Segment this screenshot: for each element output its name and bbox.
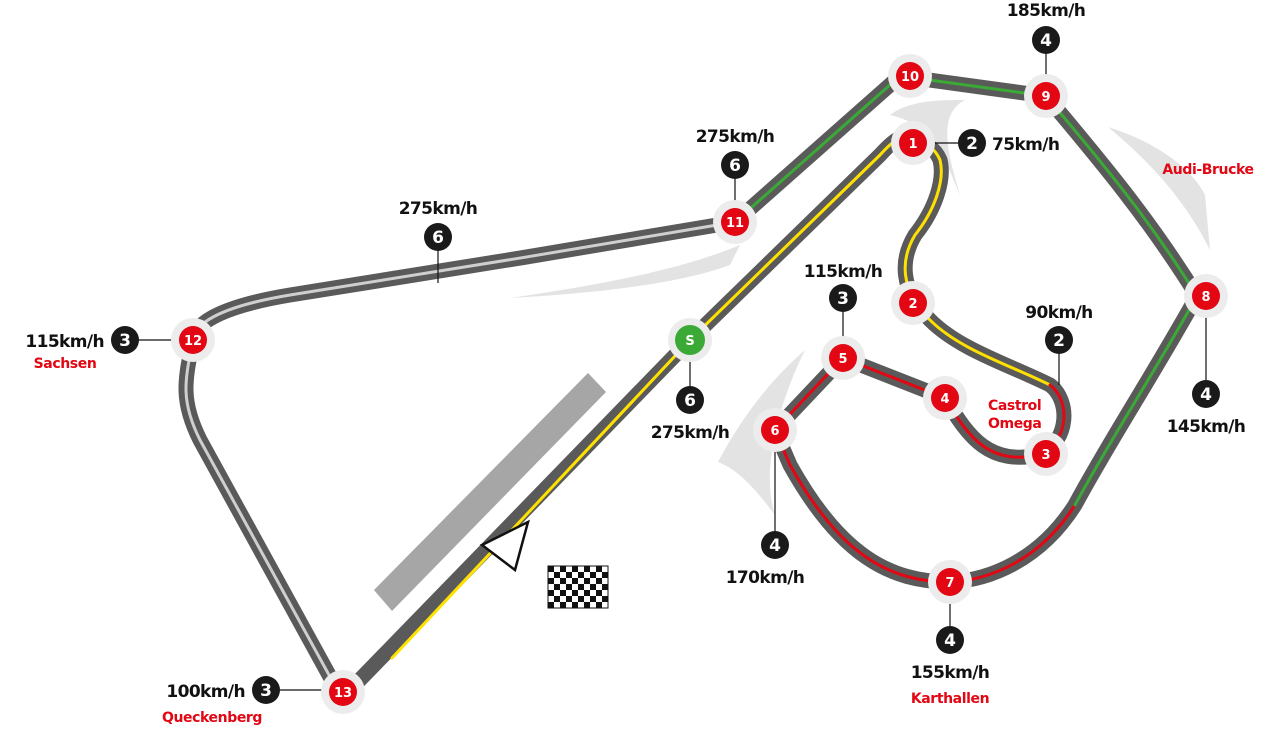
svg-text:13: 13 [334, 686, 352, 701]
svg-text:8: 8 [1201, 290, 1210, 305]
turn-10-marker: 10 [896, 62, 924, 90]
turn-5-speed: 115km/h [804, 262, 883, 282]
turn-9-marker: 9 [1032, 82, 1060, 110]
turn-7-name: Karthallen [911, 691, 989, 707]
svg-text:4: 4 [944, 631, 956, 651]
turn-11-speed: 275km/h [696, 127, 775, 147]
turn-13-name: Queckenberg [162, 710, 262, 726]
svg-text:12: 12 [184, 334, 202, 349]
turn-1-marker: 1 [899, 129, 927, 157]
start-label: S [685, 334, 694, 349]
svg-text:3: 3 [837, 289, 849, 309]
track [178, 68, 1205, 703]
landmark-bridge: Audi-Brucke [1162, 162, 1253, 178]
turn-11-gear: 6 [721, 151, 749, 179]
shade-audi-brucke [1108, 127, 1210, 250]
svg-text:9: 9 [1041, 90, 1050, 105]
turn-1-speed: 75km/h [992, 135, 1059, 155]
svg-text:6: 6 [770, 424, 779, 439]
turn-1-gear: 2 [958, 129, 986, 157]
start-speed: 275km/h [651, 423, 730, 443]
turn-2-marker: 2 [899, 289, 927, 317]
turn-3-gear: 2 [1045, 326, 1073, 354]
svg-text:4: 4 [940, 392, 949, 407]
turn-9-gear: 4 [1032, 26, 1060, 54]
svg-text:2: 2 [1053, 331, 1065, 351]
svg-text:4: 4 [1040, 31, 1052, 51]
svg-text:1: 1 [908, 137, 917, 152]
turn-13-marker: 13 [329, 678, 357, 706]
svg-text:3: 3 [1041, 448, 1050, 463]
direction-arrow-icon [479, 519, 530, 573]
shade-turn-1 [890, 100, 965, 195]
centerline-west [184, 220, 737, 697]
turn-5-marker: 5 [829, 344, 857, 372]
svg-text:6: 6 [729, 156, 741, 176]
turn-9-speed: 185km/h [1007, 1, 1086, 21]
turn-12-gear: 3 [111, 326, 139, 354]
svg-text:3: 3 [260, 681, 272, 701]
turn-12-marker: 12 [179, 326, 207, 354]
svg-text:6: 6 [432, 228, 444, 248]
svg-text:4: 4 [769, 536, 781, 556]
svg-text:5: 5 [838, 352, 847, 367]
turn-7-gear: 4 [936, 626, 964, 654]
turn-8-marker: 8 [1192, 282, 1220, 310]
start-marker: S [675, 325, 705, 355]
svg-text:10: 10 [901, 70, 919, 85]
svg-text:4: 4 [1200, 385, 1212, 405]
straight-speed: 275km/h [399, 199, 478, 219]
turn-11-marker: 11 [721, 208, 749, 236]
turn-5-gear: 3 [829, 284, 857, 312]
turn-8-gear: 4 [1192, 380, 1220, 408]
svg-text:2: 2 [966, 134, 978, 154]
turn-12-name: Sachsen [34, 356, 97, 372]
svg-text:3: 3 [119, 331, 131, 351]
turn-6-marker: 6 [761, 416, 789, 444]
turn-3-marker: 3 [1032, 440, 1060, 468]
straight-gear: 6 [424, 223, 452, 251]
svg-text:2: 2 [908, 297, 917, 312]
turn-7-speed: 155km/h [911, 663, 990, 683]
marker-halos [171, 54, 1228, 714]
checkered-flag-icon [547, 565, 609, 609]
turn-7-marker: 7 [936, 568, 964, 596]
turn-13-speed: 100km/h [166, 682, 245, 702]
turn-6-speed: 170km/h [726, 568, 805, 588]
svg-text:7: 7 [945, 576, 954, 591]
svg-text:11: 11 [726, 216, 744, 231]
pit-building [374, 373, 606, 611]
track-centerline [184, 220, 737, 697]
track-outer-loop [178, 68, 1205, 703]
start-gear: 6 [676, 386, 704, 414]
turn-8-speed: 145km/h [1167, 417, 1246, 437]
svg-text:6: 6 [684, 391, 696, 411]
turn-13-gear: 3 [252, 676, 280, 704]
turn-3-speed: 90km/h [1025, 303, 1092, 323]
turn-6-gear: 4 [761, 531, 789, 559]
shade-turn-11 [510, 245, 740, 298]
turn-4-marker: 4 [931, 384, 959, 412]
turn-12-speed: 115km/h [25, 332, 104, 352]
